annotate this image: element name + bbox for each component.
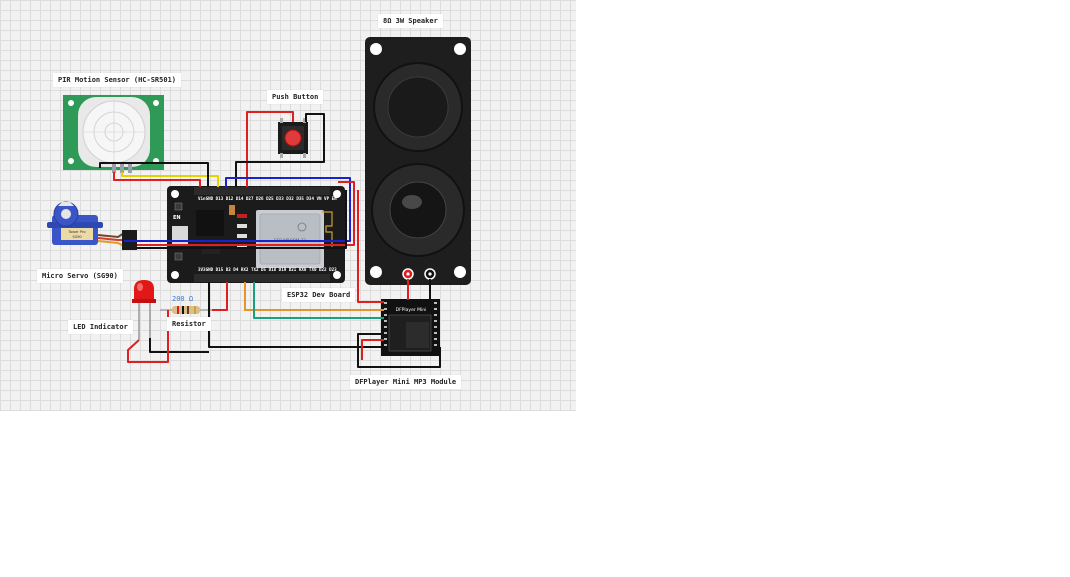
button-cap[interactable] <box>284 129 302 147</box>
button-leg <box>280 118 283 123</box>
push-button[interactable] <box>278 118 308 158</box>
mount-hole <box>454 266 466 278</box>
wire-servo-vcc[interactable] <box>137 181 355 246</box>
micro-servo[interactable]: Tower Pro SG90 <box>47 201 137 250</box>
servo-label: Micro Servo (SG90) <box>37 269 123 283</box>
speaker[interactable] <box>365 37 471 285</box>
esp32-hole <box>171 190 179 198</box>
resistor-smd <box>237 234 247 238</box>
capacitor <box>229 205 235 215</box>
wire-dfplayer-rx[interactable] <box>244 282 384 311</box>
dfplayer-pins-right <box>434 302 437 346</box>
esp32-antenna <box>322 211 333 248</box>
wire-servo-signal[interactable] <box>124 177 351 242</box>
pir-pin <box>112 163 116 173</box>
wire-dfplayer-gnd-2[interactable] <box>357 333 441 368</box>
wire-dfplayer-tx[interactable] <box>253 282 384 319</box>
esp32-top-header <box>194 187 330 195</box>
mount-hole <box>454 43 466 55</box>
wire-button-signal[interactable] <box>246 111 294 187</box>
mount-hole <box>370 43 382 55</box>
led[interactable] <box>132 280 156 340</box>
en-label: EN <box>173 215 181 221</box>
pir-label: PIR Motion Sensor (HC-SR501) <box>53 73 182 87</box>
usb-connector <box>172 226 188 246</box>
wire-pir-signal[interactable] <box>121 172 219 187</box>
wire-servo-gnd[interactable] <box>137 190 347 249</box>
speaker-cone-top-inner <box>387 76 449 138</box>
terminal-center <box>406 272 410 276</box>
esp32-board[interactable]: ESP-WROOM-32 EN VinGND D13 D12 D14 D27 D… <box>167 186 345 283</box>
button-leg <box>303 118 306 123</box>
wires <box>99 111 441 368</box>
servo-label-sticker <box>61 228 93 240</box>
led-bulb <box>134 280 154 300</box>
resistor-band <box>194 306 196 314</box>
button-leg <box>303 153 306 158</box>
servo-model: SG90 <box>72 235 81 239</box>
esp32-label: ESP32 Dev Board <box>282 288 356 302</box>
speaker-cone-bottom-inner <box>389 181 447 239</box>
servo-horn[interactable] <box>61 209 71 219</box>
pir-hole <box>68 158 74 164</box>
led-rim <box>132 299 156 303</box>
resistor-band <box>187 306 189 314</box>
circuit-canvas: ESP-WROOM-32 EN VinGND D13 D12 D14 D27 D… <box>0 0 576 411</box>
wire-dfplayer-red-2[interactable] <box>361 339 384 360</box>
esp32-hole <box>333 271 341 279</box>
servo-wire-red <box>97 237 124 241</box>
esp32-hole <box>333 190 341 198</box>
resistor-value-label: 200 Ω <box>172 295 194 303</box>
esp32-hole <box>171 271 179 279</box>
esp32-module-shield <box>259 213 321 265</box>
esp32-logo <box>297 222 307 232</box>
en-button[interactable] <box>174 252 183 261</box>
led-highlight <box>137 283 143 291</box>
resistor-smd <box>237 224 247 228</box>
speaker-label: 8Ω 3W Speaker <box>378 14 443 28</box>
resistor-band <box>182 306 184 314</box>
pir-pin <box>120 163 124 173</box>
dfplayer-chip <box>406 322 429 348</box>
wire-pir-gnd[interactable] <box>99 162 209 187</box>
wire-pir-vcc[interactable] <box>113 172 201 187</box>
terminal-center <box>428 272 432 276</box>
circuit-diagram: ESP-WROOM-32 EN VinGND D13 D12 D14 D27 D… <box>47 37 471 368</box>
servo-mount-tabs <box>47 222 103 228</box>
speaker-highlight <box>402 195 422 209</box>
pir-hole <box>153 100 159 106</box>
pir-pin <box>128 163 132 173</box>
esp32-chip <box>196 210 224 236</box>
dfplayer-chip-label: DFPlayer Mini <box>396 307 427 313</box>
button-label: Push Button <box>267 90 324 104</box>
dfplayer-pins-left <box>384 302 387 346</box>
pir-hole <box>68 100 74 106</box>
led-smd <box>237 214 247 218</box>
servo-wire-orange <box>97 240 125 247</box>
dfplayer-module[interactable]: DFPlayer Mini <box>381 299 440 356</box>
servo-brand: Tower Pro <box>67 230 85 234</box>
resistor-label: Resistor <box>167 317 211 331</box>
esp32-bottom-header <box>194 274 330 282</box>
wire-resistor-gpio[interactable] <box>212 282 228 311</box>
esp32-bottom-pin-labels: 3V3GND D15 D2 D4 RX2 TX2 D5 D18 D19 D21 … <box>198 267 337 272</box>
wire-button-gnd[interactable] <box>235 113 325 187</box>
led-label: LED Indicator <box>68 320 133 334</box>
resistor-band <box>177 306 179 314</box>
servo-arm <box>58 202 74 206</box>
dfplayer-label: DFPlayer Mini MP3 Module <box>350 375 462 389</box>
mount-hole <box>370 266 382 278</box>
wire-led-anode[interactable] <box>127 310 169 363</box>
pir-sensor[interactable] <box>63 95 164 173</box>
button-leg <box>280 153 283 158</box>
wire-dfplayer-gnd[interactable] <box>208 282 384 348</box>
boot-button[interactable] <box>174 202 183 211</box>
wire-led-gnd[interactable] <box>149 338 209 353</box>
wire-dfplayer-vcc[interactable] <box>357 190 384 303</box>
esp32-top-pin-labels: VinGND D13 D12 D14 D27 D26 D25 D33 D32 D… <box>198 196 337 201</box>
servo-wire-brown <box>97 232 125 239</box>
